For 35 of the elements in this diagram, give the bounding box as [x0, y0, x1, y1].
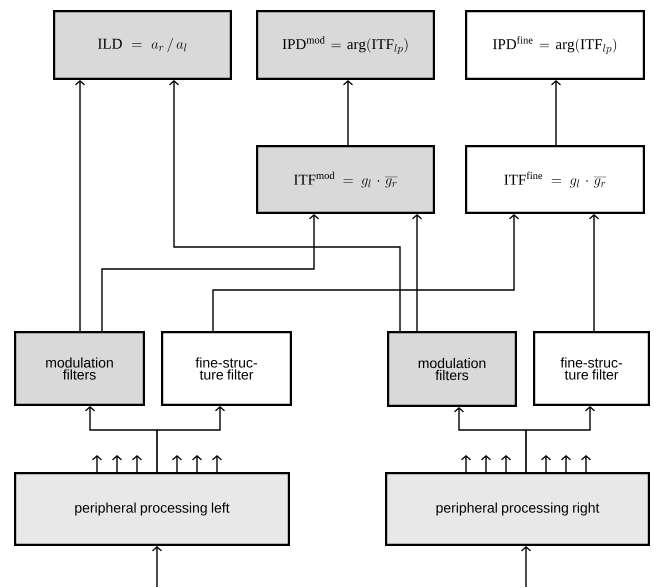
arrow	[92, 455, 102, 472]
formula-box: $\mathrm{ILD} = a_r \,/\, a_l$	[53, 10, 232, 80]
arrow	[112, 455, 122, 472]
formula-box: $\mathrm{ITF}^{\mathrm{fine}} = g_l \cdot \overline{g_r}$	[465, 145, 645, 214]
arrow	[561, 455, 571, 472]
arrow	[581, 455, 591, 472]
arrow	[541, 455, 551, 472]
arrow	[156, 406, 225, 472]
arrow	[343, 80, 353, 145]
arrow	[169, 80, 401, 331]
arrow	[101, 214, 319, 331]
arrow	[192, 455, 202, 472]
filter-box: fine-struc- ture filter	[161, 331, 292, 406]
processing-box: peripheral processing left	[14, 472, 290, 546]
arrow	[212, 455, 222, 472]
arrow	[501, 455, 511, 472]
processing-box: peripheral processing right	[385, 472, 650, 546]
arrow	[212, 214, 519, 331]
arrow	[412, 214, 422, 331]
filter-box: modulation filters	[387, 331, 517, 407]
arrow	[551, 80, 561, 145]
filter-box: fine-struc- ture filter	[533, 331, 650, 406]
arrow	[152, 546, 162, 587]
arrow	[481, 455, 491, 472]
arrow	[132, 455, 142, 472]
filter-box: modulation filters	[14, 331, 145, 406]
formula-box: $\mathrm{IPD}^{\mathrm{mod}} = \arg(\mathrm{ITF}_{lp})$	[256, 10, 435, 80]
arrow	[461, 455, 471, 472]
arrow	[172, 455, 182, 472]
formula-box: $\mathrm{ITF}^{\mathrm{mod}} = g_l \cdot \overline{g_r}$	[256, 145, 435, 214]
formula-box: $\mathrm{IPD}^{\mathrm{fine}} = \arg(\mathrm{ITF}_{lp})$	[465, 10, 645, 80]
arrow	[525, 406, 595, 472]
arrow	[75, 80, 85, 331]
arrow	[589, 214, 599, 331]
arrow	[521, 546, 531, 587]
